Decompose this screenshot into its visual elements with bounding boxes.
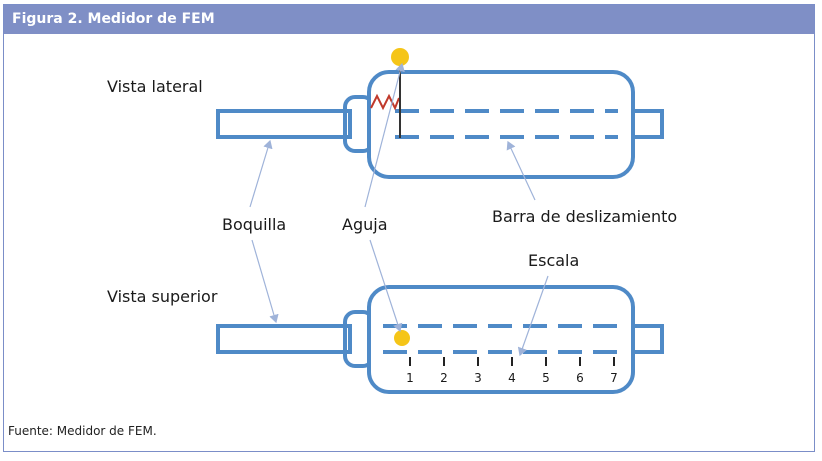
top-needle-dot <box>394 330 410 346</box>
label-barra-deslizamiento: Barra de deslizamiento <box>492 207 677 226</box>
scale-ticks: 1 2 3 4 5 6 7 <box>406 357 618 385</box>
scale-number: 1 <box>406 371 414 385</box>
arrow-boquilla-side <box>249 139 273 208</box>
arrow-escala <box>517 275 549 357</box>
arrow-aguja-top <box>369 239 403 333</box>
figure-title: Figura 2. Medidor de FEM <box>4 5 814 34</box>
scale-number: 3 <box>474 371 482 385</box>
side-view <box>216 48 664 179</box>
scale-number: 6 <box>576 371 584 385</box>
figure-source: Fuente: Medidor de FEM. <box>8 424 157 438</box>
label-vista-superior: Vista superior <box>107 287 218 306</box>
scale-number: 4 <box>508 371 516 385</box>
arrow-aguja-side <box>364 62 405 208</box>
side-body <box>367 70 635 179</box>
scale-number: 7 <box>610 371 618 385</box>
label-boquilla: Boquilla <box>222 215 286 234</box>
arrow-barra <box>506 140 536 201</box>
label-vista-lateral: Vista lateral <box>107 77 203 96</box>
scale-number: 2 <box>440 371 448 385</box>
label-escala: Escala <box>528 251 579 270</box>
side-mouthpiece <box>216 109 352 139</box>
scale-number: 5 <box>542 371 550 385</box>
top-mouthpiece <box>216 324 352 354</box>
spring <box>370 93 400 111</box>
side-needle-dot <box>391 48 409 66</box>
top-view: 1 2 3 4 5 6 7 <box>216 285 664 394</box>
label-aguja: Aguja <box>342 215 388 234</box>
arrow-boquilla-top <box>251 239 279 324</box>
top-body <box>367 285 635 394</box>
leader-arrows <box>249 62 549 357</box>
